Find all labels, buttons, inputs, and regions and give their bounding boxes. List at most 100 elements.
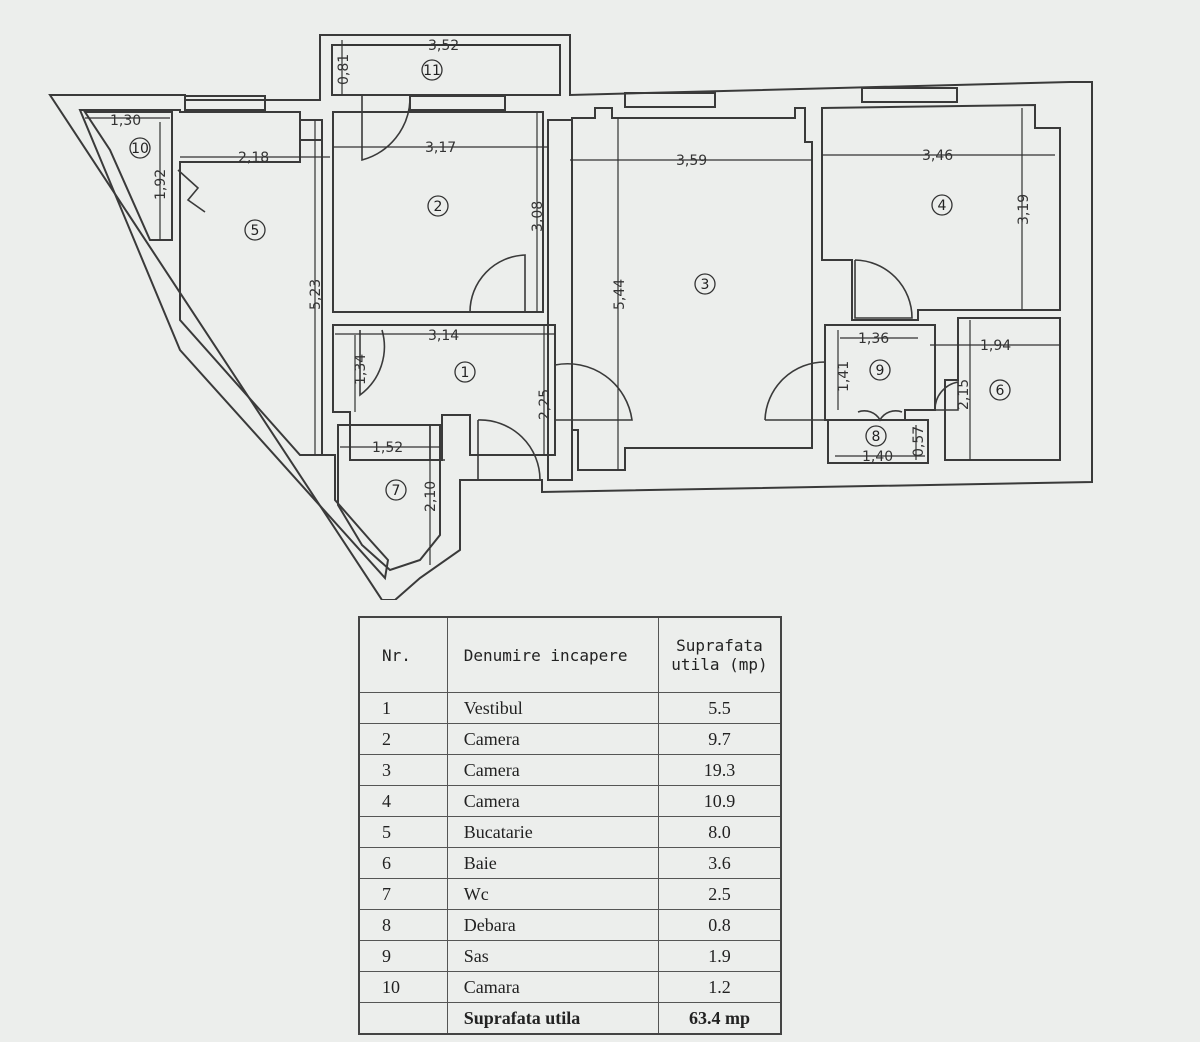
dim-label-3-17: 3,17	[425, 140, 456, 156]
window-room-4	[861, 87, 958, 103]
room-marker-8: 8	[865, 425, 887, 447]
doors	[177, 95, 959, 481]
table-row: 1 Vestibul 5.5	[358, 692, 782, 724]
room-marker-5: 5	[244, 219, 266, 241]
row-area: 3.6	[657, 847, 782, 879]
dim-label-1-30: 1,30	[110, 113, 141, 129]
row-name: Sas	[446, 940, 659, 972]
dim-label-3-14: 3,14	[428, 328, 459, 344]
row-name: Baie	[446, 847, 659, 879]
row-name: Camera	[446, 754, 659, 786]
row-name: Camera	[446, 723, 659, 755]
door-room-8	[857, 410, 903, 422]
table-row: 4 Camera 10.9	[358, 785, 782, 817]
dim-label-1-41: 1,41	[836, 361, 852, 392]
dim-label-1-36: 1,36	[858, 331, 889, 347]
row-nr: 10	[358, 971, 448, 1003]
door-room-10	[177, 169, 206, 213]
door-balcony	[361, 95, 411, 162]
row-nr: 4	[358, 785, 448, 817]
total-nr	[358, 1002, 448, 1035]
room-marker-4: 4	[931, 194, 953, 216]
table-row: 7 Wc 2.5	[358, 878, 782, 910]
header-area-line2: utila (mp)	[671, 655, 768, 674]
svg-text:9: 9	[876, 363, 885, 379]
window-room-2	[409, 95, 506, 111]
row-nr: 7	[358, 878, 448, 910]
dim-label-3-59: 3,59	[676, 153, 707, 169]
room-3-walls	[571, 107, 813, 471]
door-room-4	[854, 259, 913, 319]
room-marker-10: 10	[129, 137, 151, 159]
door-room-2	[469, 254, 526, 313]
room-marker-7: 7	[385, 479, 407, 501]
row-name: Camera	[446, 785, 659, 817]
room-2-walls	[332, 111, 544, 313]
dimension-lines	[85, 40, 1060, 565]
row-area: 8.0	[657, 816, 782, 848]
room-marker-2: 2	[427, 195, 449, 217]
door-room-1	[359, 329, 386, 397]
row-area: 10.9	[657, 785, 782, 817]
table-total-row: Suprafata utila 63.4 mp	[358, 1002, 782, 1035]
table-row: 6 Baie 3.6	[358, 847, 782, 879]
table-row: 2 Camera 9.7	[358, 723, 782, 755]
dim-label-0-81: 0,81	[336, 54, 352, 85]
total-area: 63.4 mp	[657, 1002, 782, 1035]
door-entrance	[477, 419, 541, 481]
room-7-walls	[337, 424, 441, 572]
row-name: Debara	[446, 909, 659, 941]
table-row: 8 Debara 0.8	[358, 909, 782, 941]
inner-wall-contour	[78, 109, 390, 581]
dim-label-1-40: 1,40	[862, 449, 893, 465]
row-nr: 1	[358, 692, 448, 724]
table-row: 9 Sas 1.9	[358, 940, 782, 972]
row-area: 5.5	[657, 692, 782, 724]
row-nr: 3	[358, 754, 448, 786]
room-8-walls	[827, 419, 929, 464]
table-row: 5 Bucatarie 8.0	[358, 816, 782, 848]
row-nr: 8	[358, 909, 448, 941]
dim-label-3-19: 3,19	[1016, 194, 1032, 225]
dim-label-2-25: 2,25	[537, 389, 553, 420]
dim-label-1-34: 1,34	[353, 354, 369, 385]
dim-label-3-08: 3,08	[530, 201, 546, 232]
room-marker-11: 11	[421, 59, 443, 81]
svg-text:1: 1	[461, 365, 470, 381]
corridor-walls	[547, 119, 573, 481]
row-nr: 9	[358, 940, 448, 972]
dim-label-3-52: 3,52	[428, 38, 459, 54]
dim-label-2-18: 2,18	[238, 150, 269, 166]
dim-label-1-92: 1,92	[153, 169, 169, 200]
table-header-row: Nr. Denumire incapere Suprafata utila (m…	[358, 616, 782, 693]
dim-label-3-46: 3,46	[922, 148, 953, 164]
area-table: Nr. Denumire incapere Suprafata utila (m…	[358, 616, 782, 1035]
row-area: 19.3	[657, 754, 782, 786]
header-nr: Nr.	[358, 616, 448, 693]
dim-label-2-15: 2,15	[956, 379, 972, 410]
outer-walls	[48, 34, 1093, 600]
room-marker-6: 6	[989, 379, 1011, 401]
row-area: 2.5	[657, 878, 782, 910]
row-area: 1.9	[657, 940, 782, 972]
row-nr: 2	[358, 723, 448, 755]
dim-label-0-57: 0,57	[911, 426, 927, 457]
dim-label-1-94: 1,94	[980, 338, 1011, 354]
room-marker-9: 9	[869, 359, 891, 381]
row-nr: 5	[358, 816, 448, 848]
row-nr: 6	[358, 847, 448, 879]
room-5-walls	[179, 119, 323, 456]
row-area: 0.8	[657, 909, 782, 941]
room-markers: 1 2 3 4 5 6 7 8 9 10 11	[129, 59, 1011, 501]
room-1-walls	[332, 324, 556, 461]
row-name: Vestibul	[446, 692, 659, 724]
room-walls	[83, 103, 1061, 572]
door-room-3	[554, 362, 633, 421]
room-10-walls	[83, 111, 173, 241]
svg-text:5: 5	[251, 223, 260, 239]
svg-text:2: 2	[434, 199, 443, 215]
header-area-line1: Suprafata	[676, 636, 763, 655]
room-marker-1: 1	[454, 361, 476, 383]
svg-text:11: 11	[423, 63, 441, 79]
table-row: 3 Camera 19.3	[358, 754, 782, 786]
